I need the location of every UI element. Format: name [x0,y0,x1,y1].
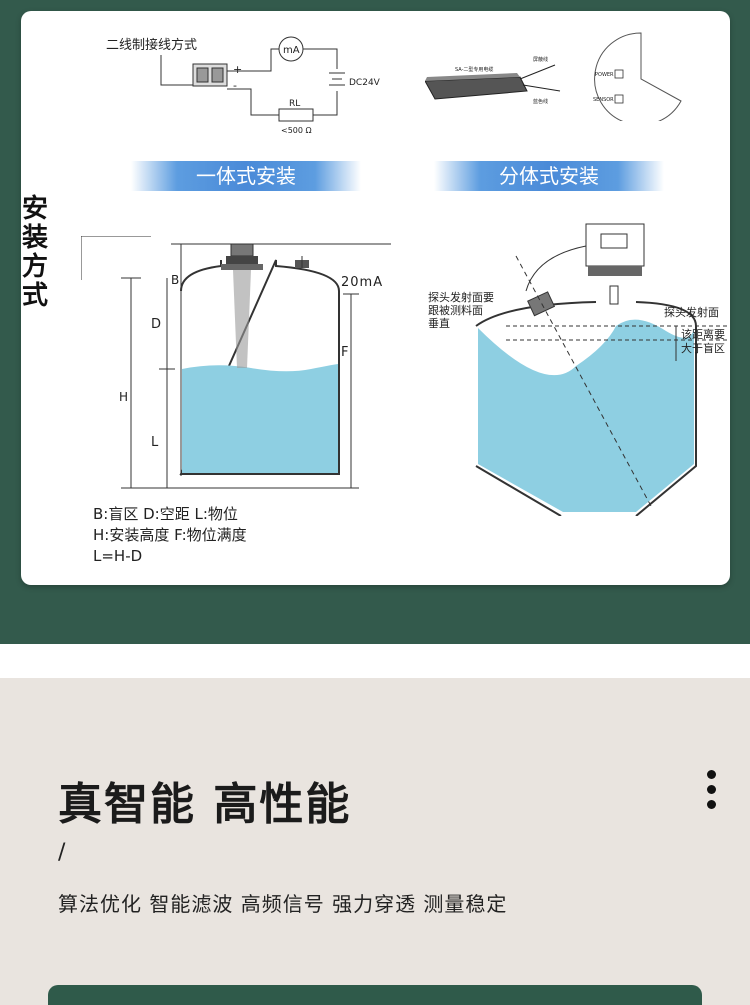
vertical-dots-icon [704,770,718,815]
svg-text:<500 Ω: <500 Ω [281,126,312,135]
svg-text:B: B [171,273,179,287]
split-install-banner: 分体式安装 [434,161,664,191]
svg-text:屏蔽线: 屏蔽线 [533,56,548,63]
feature-section-background [0,678,750,1000]
svg-text:+: + [233,63,242,76]
install-method-vertical-label: 安装方式 [21,194,48,311]
svg-text:DC24V: DC24V [349,78,381,88]
svg-text:蓝色线: 蓝色线 [533,98,548,105]
svg-text:D: D [151,317,161,332]
svg-text:跟被测料面: 跟被测料面 [428,303,483,317]
split-tank-diagram: 探头发射面要 跟被测料面 垂直 探头发射面 该距离要 大于盲区 [428,223,730,516]
next-section-bar [48,985,702,1005]
wiring-diagram: 二线制接线方式 + - mA DC24V RL <500 Ω [106,36,381,135]
integrated-tank-diagram: 20mA B D H L F [81,236,391,489]
svg-text:H: H [119,390,128,404]
svg-text:垂直: 垂直 [428,316,450,330]
svg-text:RL: RL [289,99,300,109]
wiring-title: 二线制接线方式 [106,37,197,53]
svg-text:SA-二型专用电缆: SA-二型专用电缆 [455,66,493,73]
installation-card: 二线制接线方式 + - mA DC24V RL <500 Ω SA-二型专用电缆… [21,11,730,585]
divider-strip [0,644,750,678]
display-panel-drawing: POWER SENSOR [593,32,682,121]
svg-text:F: F [341,345,348,360]
svg-text:mA: mA [283,45,300,56]
sensor-cable-drawing: SA-二型专用电缆 屏蔽线 蓝色线 [425,56,561,105]
svg-text:-: - [233,79,237,92]
svg-text:大于盲区: 大于盲区 [681,341,725,355]
feature-slash: / [58,840,66,865]
integrated-install-banner: 一体式安装 [131,161,361,191]
svg-text:探头发射面: 探头发射面 [664,305,719,319]
svg-text:探头发射面要: 探头发射面要 [428,290,494,304]
feature-subtitle: 算法优化 智能滤波 高频信号 强力穿透 测量稳定 [58,892,508,916]
svg-text:20mA: 20mA [341,275,383,290]
svg-text:L: L [151,435,159,450]
svg-text:该距离要: 该距离要 [681,327,725,341]
resistor-icon [278,108,314,122]
svg-text:POWER: POWER [595,72,614,78]
feature-headline: 真智能 高性能 [58,779,352,830]
legend: B:盲区 D:空距 L:物位 H:安装高度 F:物位满度 L=H-D [93,505,247,565]
svg-text:SENSOR: SENSOR [593,97,614,103]
